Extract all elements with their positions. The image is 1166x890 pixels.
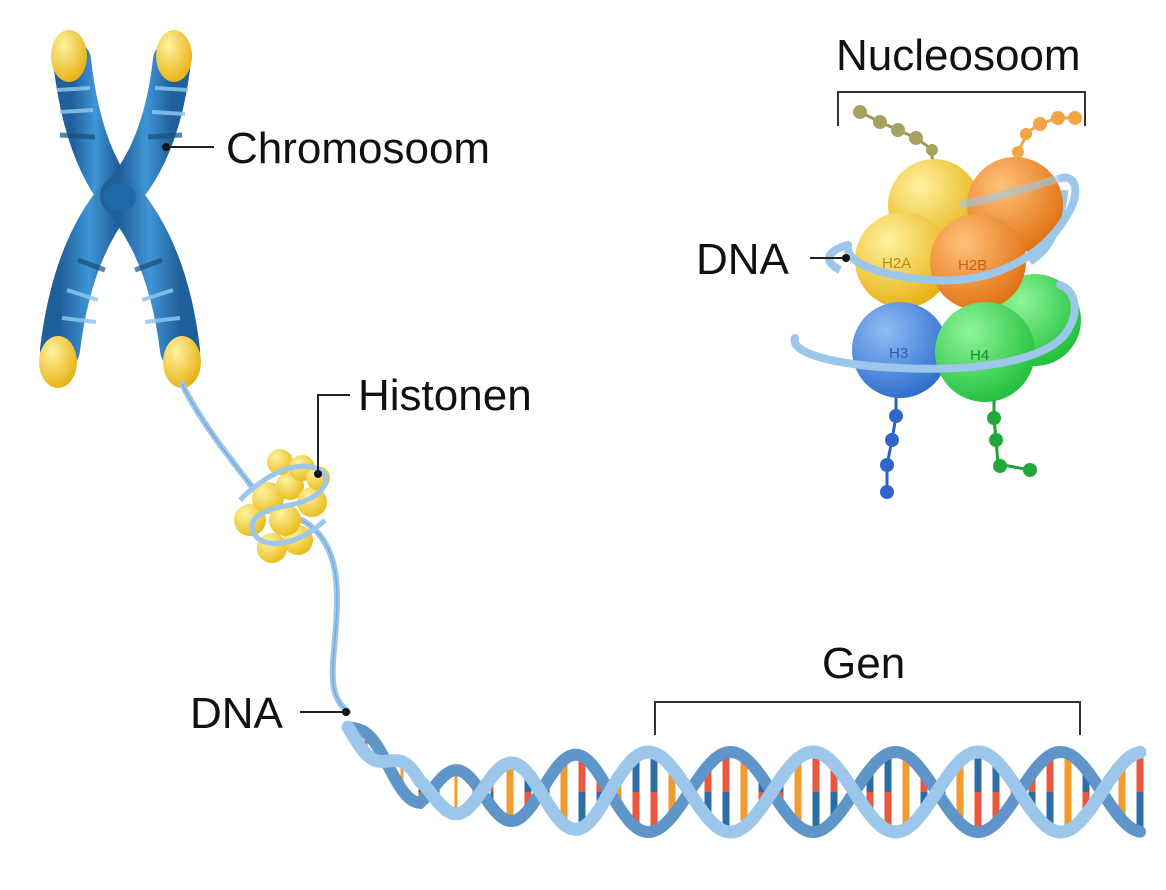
base-pair	[454, 770, 458, 792]
base-pair	[1118, 792, 1126, 820]
base-pair	[704, 792, 712, 819]
chromosome-label: Chromosoom	[226, 124, 491, 173]
base-pair	[632, 792, 640, 828]
chromosome-icon	[39, 30, 201, 388]
base-pair	[974, 752, 982, 792]
base-pair	[956, 761, 964, 792]
base-pair	[740, 792, 748, 827]
base-pair	[1064, 753, 1072, 792]
base-pair	[884, 753, 892, 792]
base-pair	[1136, 752, 1144, 792]
base-pair	[992, 760, 1000, 792]
base-pair	[1064, 792, 1072, 831]
histone-h2b-label: H2B	[958, 257, 988, 274]
gene-label: Gen	[822, 639, 906, 688]
dna-label: DNA	[190, 689, 283, 738]
histone-h2a-label: H2A	[882, 255, 912, 272]
nucleosome-icon	[790, 105, 1082, 499]
base-pair	[1046, 792, 1054, 829]
base-pair	[560, 792, 568, 825]
base-pair	[704, 765, 712, 792]
base-pair	[632, 756, 640, 792]
base-pair	[902, 755, 910, 792]
base-pair	[560, 759, 568, 792]
dna-strand-front	[341, 720, 1147, 839]
base-pair	[866, 792, 874, 815]
base-pair	[1082, 792, 1090, 815]
base-pair	[506, 763, 514, 792]
base-pair	[454, 792, 458, 814]
base-pair	[668, 792, 676, 817]
base-pair	[830, 792, 838, 820]
histone-h4-label: H4	[970, 347, 990, 364]
base-pair	[650, 752, 658, 792]
base-pair	[866, 769, 874, 792]
base-pair	[812, 792, 820, 832]
base-pair	[1082, 769, 1090, 792]
base-pair	[1136, 792, 1144, 832]
nucleosome-label: Nucleosoom	[836, 31, 1081, 80]
base-pair	[578, 792, 586, 828]
nucleosome-dna-label: DNA	[696, 235, 789, 284]
base-pair	[740, 757, 748, 792]
base-pair	[722, 792, 730, 832]
base-pair	[1046, 755, 1054, 792]
gene-bracket	[654, 701, 1081, 735]
base-pair	[722, 752, 730, 792]
base-pair	[956, 792, 964, 823]
histones-label: Histonen	[358, 371, 532, 420]
base-pair	[794, 792, 802, 826]
base-pair	[1118, 764, 1126, 792]
base-pair	[992, 792, 1000, 824]
base-pair	[650, 792, 658, 832]
base-pair	[794, 758, 802, 792]
base-pair	[506, 792, 514, 821]
base-pair	[812, 752, 820, 792]
base-pair	[902, 792, 910, 829]
base-pair	[578, 756, 586, 792]
base-pair	[668, 767, 676, 792]
histone-cluster-icon	[234, 449, 330, 563]
base-pair	[830, 764, 838, 792]
nucleosome-bracket	[837, 91, 1086, 126]
histone-h3-label: H3	[889, 345, 909, 362]
base-pair	[884, 792, 892, 831]
dna-helix-icon	[341, 720, 1147, 839]
base-pair	[974, 792, 982, 832]
